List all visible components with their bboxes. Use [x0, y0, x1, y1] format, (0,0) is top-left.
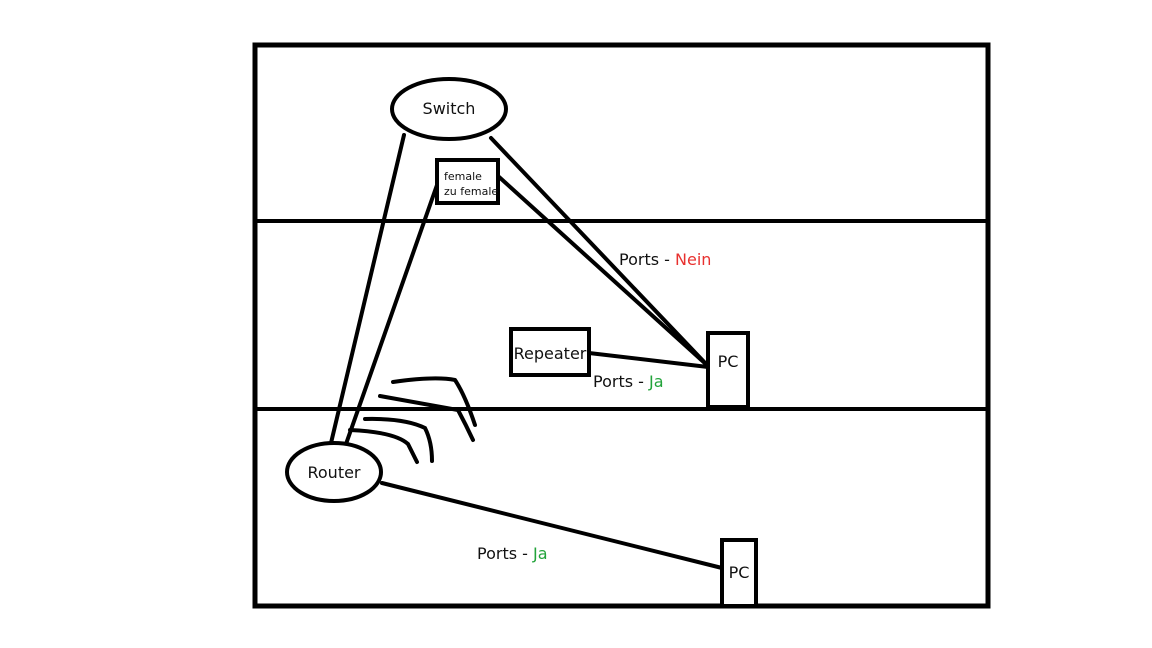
- ports-ja-middle-value: Ja: [648, 372, 664, 391]
- pc-bottom-label: PC: [729, 563, 750, 582]
- router-label: Router: [307, 463, 360, 482]
- adapter-label-line1: female: [444, 170, 482, 183]
- wifi-signal-icon: [348, 376, 477, 464]
- repeater-label: Repeater: [514, 344, 587, 363]
- adapter-label-line2: zu female: [444, 185, 498, 198]
- router-shape: [285, 441, 383, 503]
- building-frame: [252, 42, 991, 609]
- switch-shape: [390, 77, 508, 141]
- ports-nein-prefix: Ports -: [619, 250, 675, 269]
- cable-repeater-pc: [587, 351, 710, 369]
- ports-ja-bottom-value: Ja: [532, 544, 548, 563]
- pc-bottom-node: PC: [720, 538, 758, 608]
- cable-switch-router: [329, 133, 406, 445]
- ports-ja-bottom-label: Ports - Ja: [477, 544, 548, 563]
- ports-ja-bottom-prefix: Ports -: [477, 544, 533, 563]
- cable-switch-pc: [489, 136, 710, 368]
- pc-middle-shape: [706, 331, 750, 409]
- adapter-shape: [435, 158, 500, 205]
- router-node: Router: [285, 441, 383, 503]
- ports-nein-value: Nein: [675, 250, 711, 269]
- repeater-shape: [509, 327, 591, 377]
- cable-adapter-router: [344, 183, 439, 446]
- switch-label: Switch: [423, 99, 476, 118]
- pc-bottom-shape: [720, 538, 758, 608]
- pc-middle-node: PC: [706, 331, 750, 409]
- ports-nein-label: Ports - Nein: [619, 250, 711, 269]
- cable-adapter-pc: [496, 174, 710, 368]
- pc-middle-label: PC: [718, 352, 739, 371]
- switch-node: Switch: [390, 77, 508, 141]
- cables: [329, 133, 724, 570]
- cable-router-pc: [380, 481, 724, 570]
- adapter-node: female zu female: [435, 158, 500, 205]
- ports-ja-middle-prefix: Ports -: [593, 372, 649, 391]
- ports-ja-middle-label: Ports - Ja: [593, 372, 664, 391]
- repeater-node: Repeater: [509, 327, 591, 377]
